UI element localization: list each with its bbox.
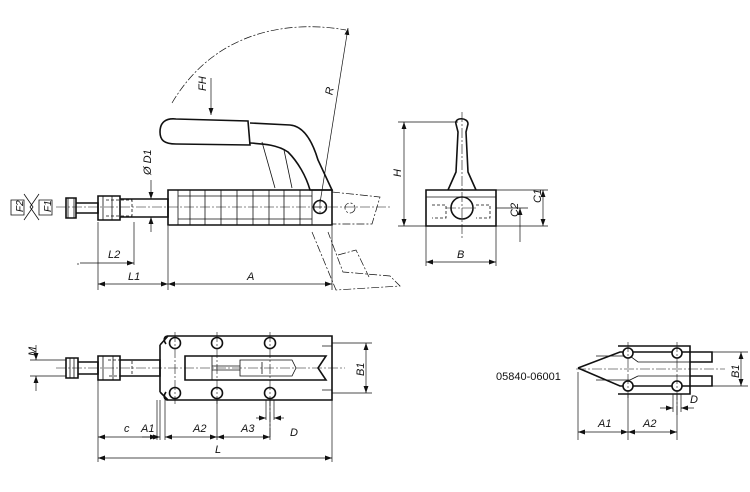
label-a2-variant: A2	[642, 418, 656, 430]
lock-nut	[65, 197, 77, 219]
label-l1: L1	[128, 271, 140, 283]
plunger-head	[97, 195, 121, 221]
label-fh: FH	[197, 76, 209, 91]
variant-view: 05840-06001 B1 A1 A2 D	[496, 342, 748, 440]
label-a3: A3	[240, 423, 255, 435]
force-arrow-f2	[10, 193, 34, 221]
label-h: H	[392, 169, 404, 177]
label-d-main: D	[290, 427, 298, 439]
label-c: c	[124, 423, 130, 435]
clamp-body	[167, 189, 333, 226]
label-l: L	[215, 444, 221, 456]
label-a: A	[246, 271, 254, 283]
label-b1-variant: B1	[730, 365, 742, 378]
label-c2: C2	[509, 203, 521, 217]
label-r: R	[324, 86, 337, 96]
label-b1-main: B1	[355, 363, 367, 376]
part-number: 05840-06001	[496, 371, 561, 383]
force-arrow-f1	[29, 193, 53, 221]
label-a1-variant: A1	[597, 418, 611, 430]
side-view: FH R Ø D1 L2 L1 A	[10, 26, 401, 291]
label-l2: L2	[108, 249, 120, 261]
handle-grip	[159, 118, 251, 146]
label-c1: C1	[532, 189, 544, 203]
plan-view: M B1 c A1 A2 A3 D L	[27, 332, 372, 462]
label-f2: F2	[15, 200, 26, 212]
handle-front	[447, 117, 477, 191]
label-b: B	[457, 249, 464, 261]
handle-lever	[249, 122, 334, 191]
plunger-guide	[184, 355, 328, 381]
front-view: H C2 C1 B	[392, 112, 548, 266]
label-d-variant: D	[690, 394, 698, 406]
label-a1-main: A1	[140, 423, 154, 435]
label-f1: F1	[43, 200, 54, 212]
label-d1: Ø D1	[142, 149, 154, 176]
label-m: M	[27, 346, 39, 356]
label-a2-main: A2	[192, 423, 206, 435]
